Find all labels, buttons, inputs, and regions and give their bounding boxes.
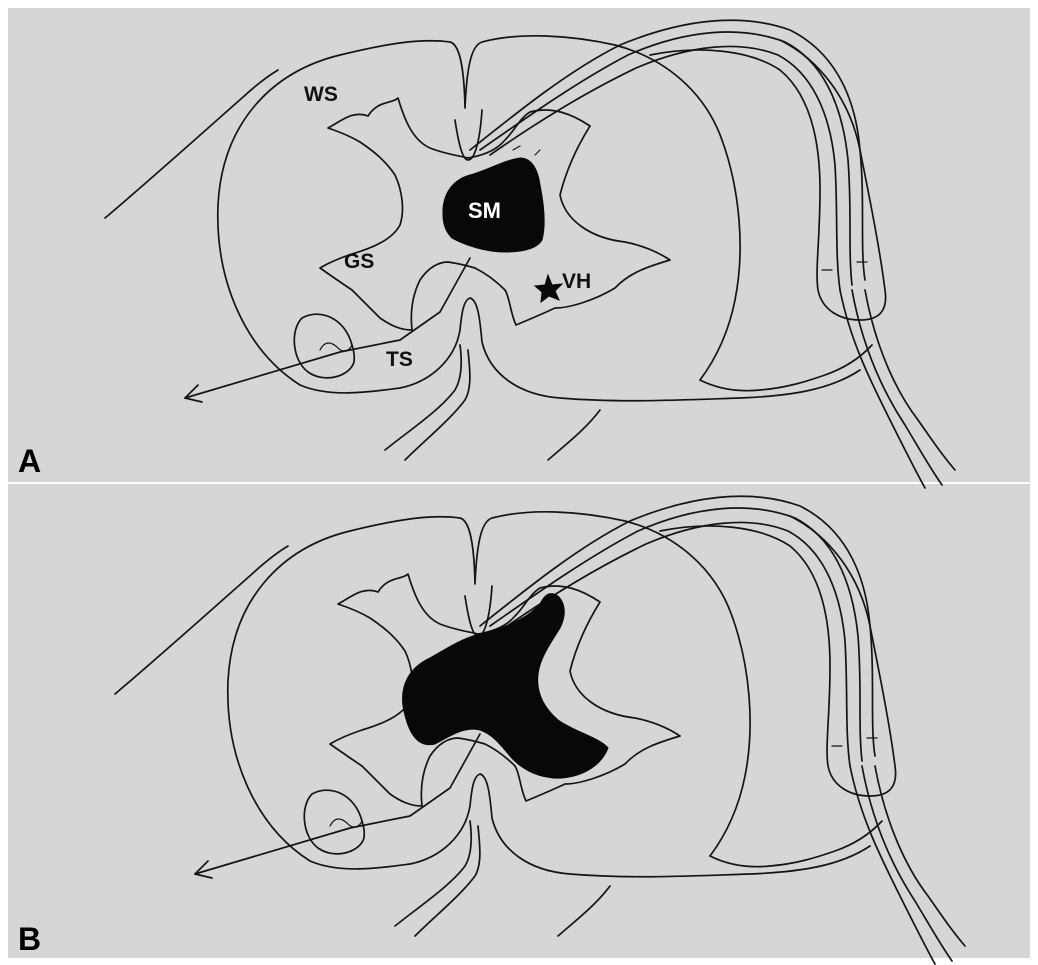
label-ts: TS: [386, 348, 413, 371]
panel-letter-b: B: [18, 921, 41, 957]
label-vh: VH: [562, 270, 591, 293]
label-gs: GS: [344, 250, 374, 273]
panel-letter-a: A: [18, 443, 41, 479]
label-ws: WS: [304, 83, 338, 106]
label-sm: SM: [468, 198, 501, 223]
